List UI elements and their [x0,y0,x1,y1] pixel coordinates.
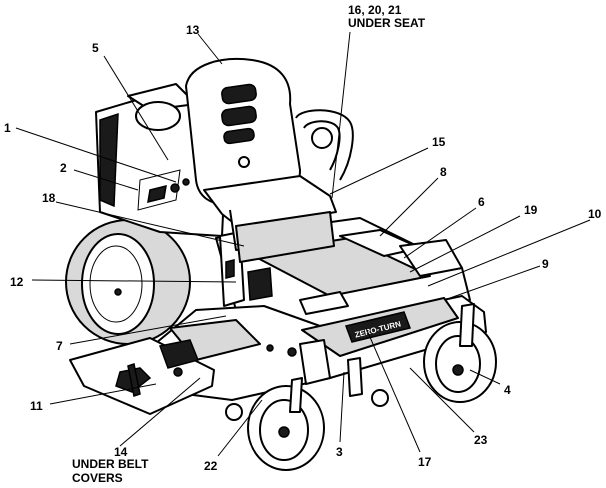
leader-2 [73,169,139,191]
leader-lines [15,31,591,457]
callout-22: 22 [204,459,218,473]
callout-7: 7 [56,339,63,353]
leader-1 [15,127,177,183]
leader-3 [339,371,345,443]
leader-10 [427,219,591,287]
front-left-caster [247,377,325,471]
mower-deck: ZERO-TURN [149,295,487,401]
leader-16-20-21 [331,31,351,199]
rear-left-wheel [65,219,191,345]
notes: UNDER SEAT UNDER BELT COVERS [72,16,426,485]
leader-7 [69,315,227,345]
leader-17 [365,327,421,453]
callout-10: 10 [588,207,602,221]
front-right-caster [423,303,497,403]
callout-11: 11 [30,399,43,413]
callout-14: 14 [114,445,128,459]
leader-12 [31,279,237,283]
leader-18 [55,201,245,247]
note-under-belt-line2: COVERS [72,471,123,485]
callout-15: 15 [432,135,446,149]
callout-9: 9 [542,257,549,271]
callout-2: 2 [60,161,67,175]
callout-12: 12 [10,275,24,289]
callout-17: 17 [418,455,432,469]
leader-5 [103,55,169,161]
leader-8 [379,177,439,237]
callout-13: 13 [186,23,200,37]
leader-11 [49,383,157,405]
callout-8: 8 [440,165,447,179]
callout-23: 23 [474,433,488,447]
callout-labels: 1 2 3 4 5 6 7 8 9 10 11 12 13 14 15 16, … [4,3,602,473]
anti-scalp-roller-right [371,389,389,407]
leader-23 [409,367,475,433]
callout-4: 4 [504,383,511,397]
anti-scalp-roller-left [225,403,243,421]
leader-4 [469,369,501,385]
mower-illustration: ZERO-TURN [65,58,497,471]
control-levers [295,109,354,181]
leader-15 [329,147,429,195]
callout-16-20-21: 16, 20, 21 [348,3,402,17]
discharge-chute [69,337,215,415]
note-under-seat: UNDER SEAT [348,16,426,30]
leader-14 [119,377,201,447]
callout-18: 18 [42,191,56,205]
leader-19 [409,215,521,273]
callout-5: 5 [92,41,99,55]
seat [185,58,337,263]
leader-22 [217,399,263,457]
leader-13 [197,33,223,65]
callout-6: 6 [478,195,485,209]
callout-3: 3 [336,445,343,459]
leader-6 [403,207,477,259]
callout-1: 1 [4,121,11,135]
note-under-belt-line1: UNDER BELT [72,457,149,471]
callout-19: 19 [524,203,538,217]
leader-9 [449,265,541,299]
